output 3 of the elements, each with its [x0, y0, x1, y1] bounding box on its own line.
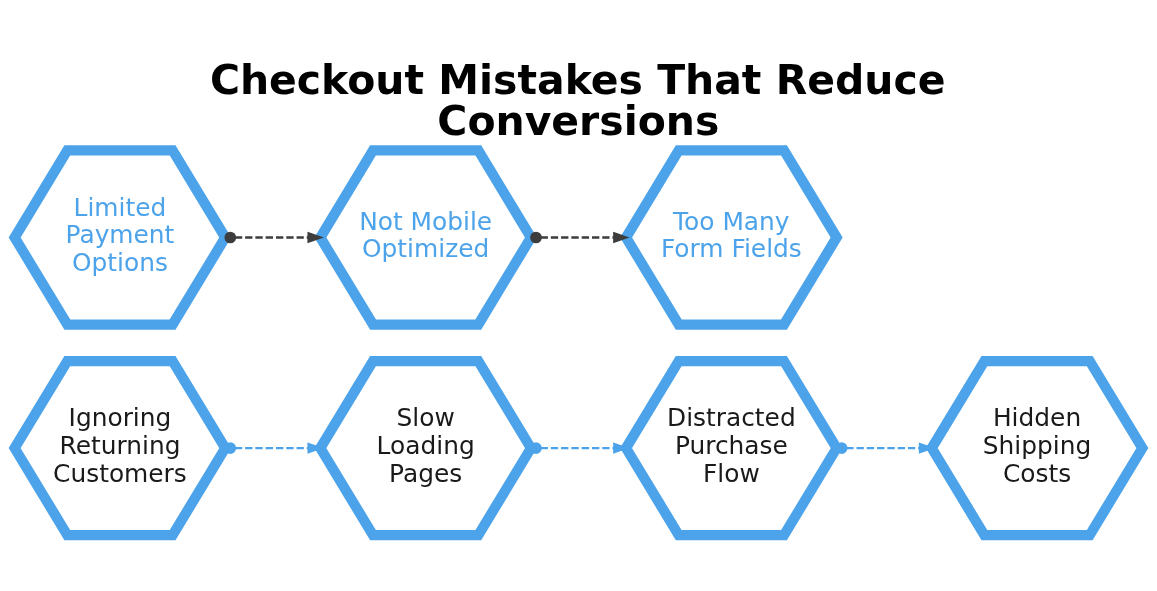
diagram-title: Checkout Mistakes That Reduce Conversions	[209, 55, 946, 145]
arrow	[224, 231, 324, 243]
arrow	[530, 231, 630, 243]
